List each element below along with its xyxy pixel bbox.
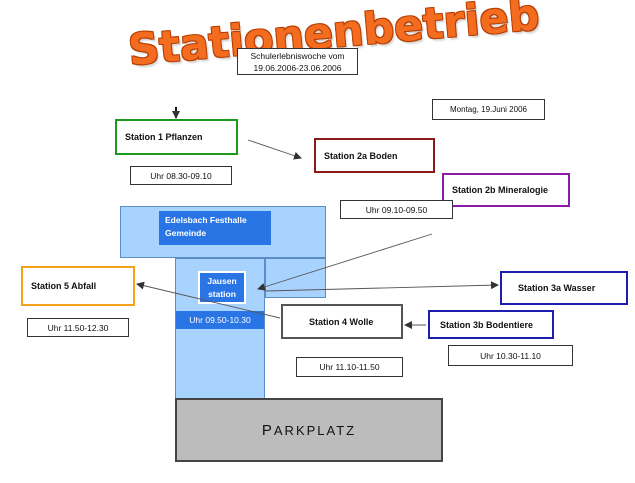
festhalle-label-line-1: Edelsbach Festhalle [165,215,247,225]
subtitle-line-2: 19.06.2006-23.06.2006 [253,63,342,73]
subtitle-line-1: Schulerlebniswoche vom [250,51,345,61]
arrow-jausen-to-3a [265,281,499,292]
festhalle-label: Edelsbach Festhalle Gemeinde [159,211,271,245]
station-5-time: Uhr 11.50-12.30 [27,318,129,337]
jausen-station-line-2: station [208,289,236,299]
station-2b-mineralogie: Station 2b Mineralogie [442,173,570,207]
station-3b-bodentiere: Station 3b Bodentiere [428,310,554,339]
station-3b-time: Uhr 10.30-11.10 [448,345,573,366]
station-1-pflanzen: Station 1 Pflanzen [115,119,238,155]
jausen-station: Jausen station [198,271,246,304]
parkplatz-initial: P [261,421,274,439]
festhalle-label-line-2: Gemeinde [165,228,207,238]
station-1-time: Uhr 08.30-09.10 [130,166,232,185]
arrow-4-to-5 [136,281,281,319]
arrow-1-to-2a [247,139,302,160]
station-3a-wasser: Station 3a Wasser [500,271,628,305]
date-label: Montag, 19.Juni 2006 [432,99,545,120]
parkplatz-rest: ARKPLATZ [273,422,357,438]
station-2b-time: Uhr 09.10-09.50 [340,200,453,219]
jausen-station-line-1: Jausen [207,276,237,286]
building-annex [265,258,326,298]
station-4-time: Uhr 11.10-11.50 [296,357,403,377]
arrow-2b-to-jausen [257,233,433,291]
jausen-time: Uhr 09.50-10.30 [176,311,264,329]
station-2a-boden: Station 2a Boden [314,138,435,173]
subtitle-box: Schulerlebniswoche vom 19.06.2006-23.06.… [237,48,358,75]
station-4-wolle: Station 4 Wolle [281,304,403,339]
station-5-abfall: Station 5 Abfall [21,266,135,306]
